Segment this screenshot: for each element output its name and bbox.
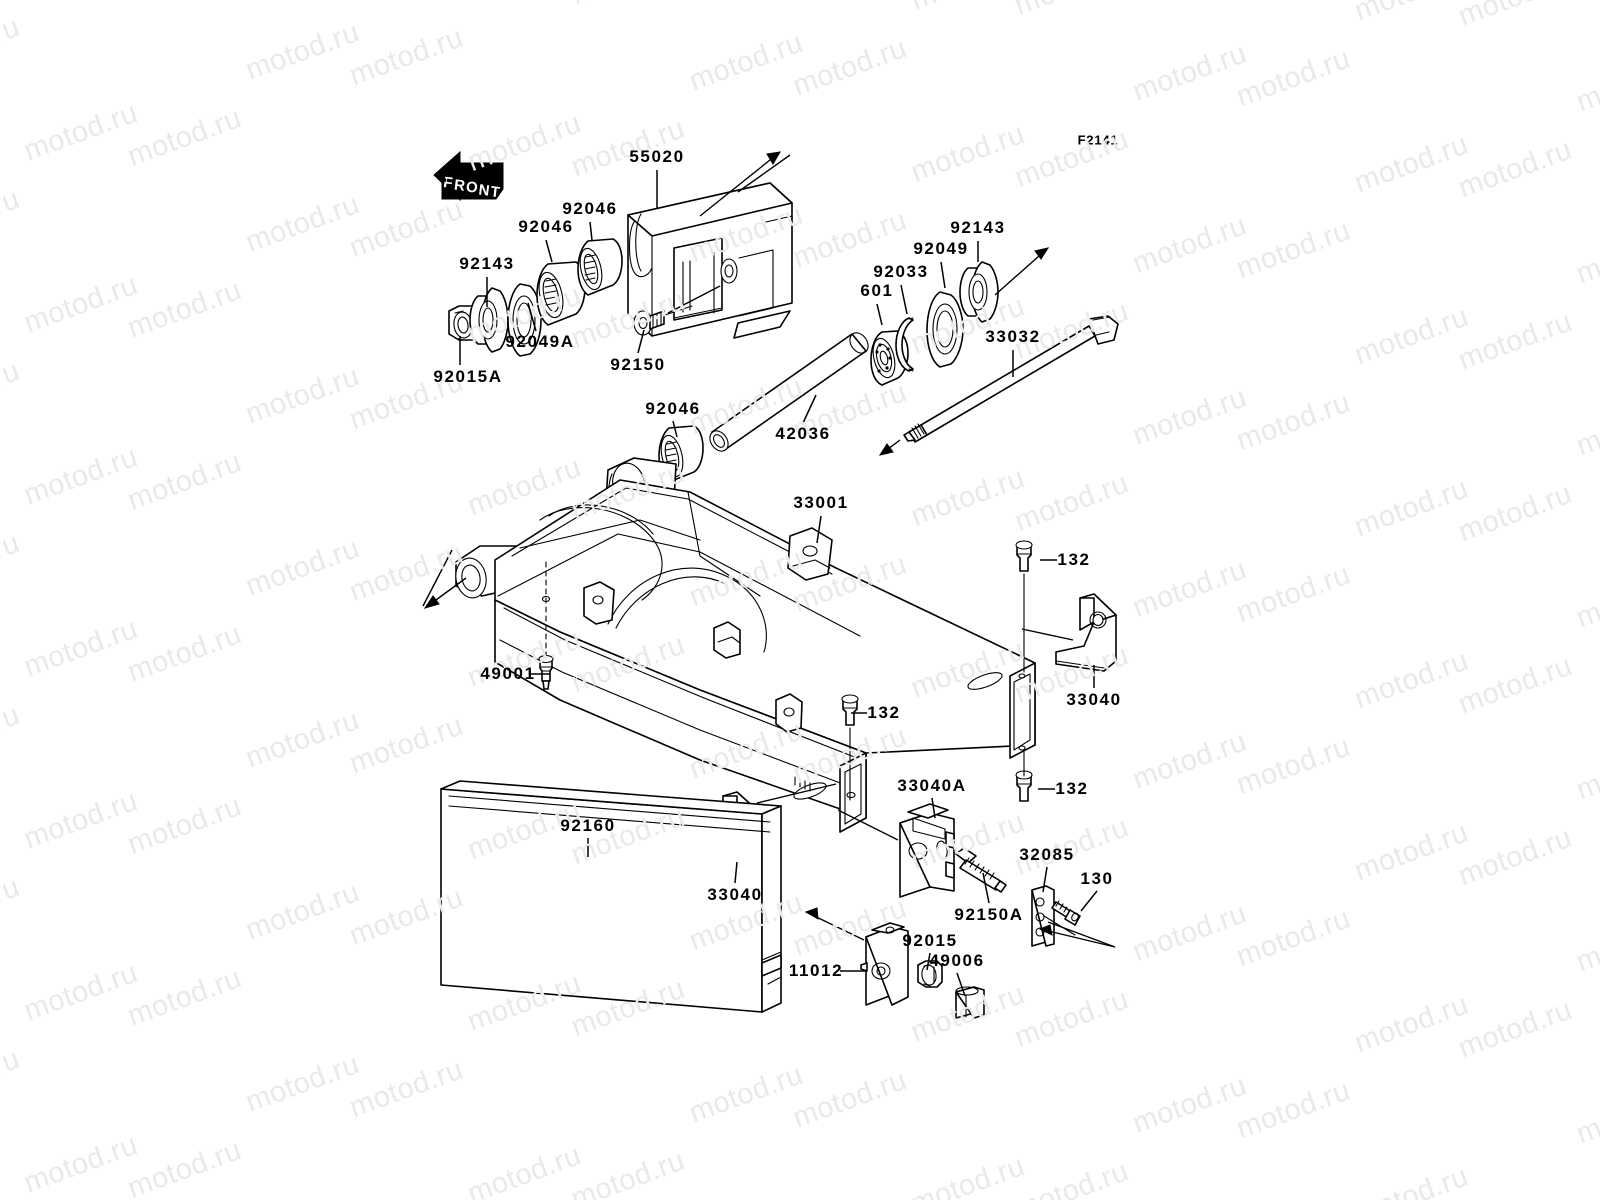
detail-arrow-bottom-right <box>1038 921 1116 948</box>
callout-label-92033: 92033 <box>873 262 929 281</box>
leader-line-92015 <box>926 952 931 971</box>
callout-label-92015: 92015 <box>902 931 958 950</box>
part-55020-chain-guard <box>627 182 793 339</box>
part-92049A-oil-seal <box>507 283 542 357</box>
leader-line-92046 <box>545 239 553 263</box>
callout-label-33040: 33040 <box>1066 690 1122 709</box>
part-33001-swingarm <box>422 457 1036 833</box>
callout-label-42036: 42036 <box>775 424 831 443</box>
callout-label-92150A: 92150A <box>954 905 1024 924</box>
part-92160-chain-slider <box>440 780 782 1013</box>
callout-label-92160: 92160 <box>560 816 616 835</box>
callout-label-130: 130 <box>1080 869 1114 888</box>
svg-text:N: N <box>478 182 491 200</box>
leader-line-601 <box>876 303 883 326</box>
callout-leader-lines <box>459 170 1098 997</box>
leader-line-92033 <box>900 284 908 315</box>
part-132-bolt-top-right <box>1015 540 1033 673</box>
svg-text:O: O <box>465 179 479 197</box>
leader-line-33001 <box>816 515 822 544</box>
part-132-bolt-bottom-right <box>1015 751 1033 802</box>
leader-line-92049A <box>527 302 537 332</box>
leader-line-32085 <box>1042 866 1048 893</box>
part-92015-nut-small <box>917 960 943 988</box>
part-92150A-adjuster-bolt <box>955 847 1007 893</box>
callout-label-92143: 92143 <box>459 254 515 273</box>
part-92143-collar-right <box>959 247 1050 323</box>
leader-line-92150 <box>637 329 645 354</box>
part-92049-oil-seal-right <box>926 291 964 368</box>
callout-label-601: 601 <box>860 281 894 300</box>
callout-label-11012: 11012 <box>788 961 844 980</box>
part-130-bolt <box>1051 900 1081 926</box>
callout-label-49001: 49001 <box>480 664 536 683</box>
callout-label-132: 132 <box>867 703 901 722</box>
leader-line-130 <box>1080 890 1098 912</box>
part-11012-cap <box>804 907 909 1006</box>
part-33040A-adjuster-plate <box>837 803 955 898</box>
callout-label-92046: 92046 <box>518 217 574 236</box>
part-49006-boot <box>955 986 985 1019</box>
callout-label-33001: 33001 <box>793 493 849 512</box>
front-direction-arrow-icon: F R O N T <box>433 150 504 201</box>
callout-label-92049A: 92049A <box>505 332 575 351</box>
callout-label-132: 132 <box>1055 779 1089 798</box>
leader-line-92150A <box>982 872 990 904</box>
callout-label-92150: 92150 <box>610 355 666 374</box>
leader-line-92046 <box>672 420 678 438</box>
detail-arrow-upper-right <box>699 151 791 217</box>
leader-line-92046 <box>589 221 593 241</box>
callout-label-92015A: 92015A <box>433 367 503 386</box>
callout-label-92049: 92049 <box>913 239 969 258</box>
callout-label-92046: 92046 <box>645 399 701 418</box>
part-132-bolt-center <box>841 694 859 801</box>
diagram-code: F2141 <box>1077 132 1119 148</box>
part-33032-pivot-shaft <box>878 315 1119 456</box>
callout-label-33040A: 33040A <box>897 776 967 795</box>
callout-label-132: 132 <box>1057 550 1091 569</box>
leader-line-49006 <box>956 972 966 997</box>
callout-label-32085: 32085 <box>1019 845 1075 864</box>
callout-label-49006: 49006 <box>929 951 985 970</box>
svg-text:T: T <box>490 183 501 201</box>
part-92033-snap-ring <box>895 317 914 372</box>
part-33040-bracket-right <box>1021 593 1117 672</box>
leader-line-33040A <box>931 797 936 819</box>
part-42036-sleeve <box>709 332 869 452</box>
callout-label-92143: 92143 <box>950 218 1006 237</box>
svg-text:F: F <box>442 174 453 192</box>
svg-text:R: R <box>453 177 466 195</box>
leader-line-92049 <box>940 261 946 289</box>
callout-label-33040: 33040 <box>707 885 763 904</box>
callout-label-55020: 55020 <box>629 147 685 166</box>
leader-line-33040 <box>734 861 738 884</box>
leader-line-42036 <box>802 394 817 424</box>
part-92046-needle-bearing-2 <box>577 238 623 296</box>
part-49001-grease-nipple <box>538 654 554 690</box>
callout-label-92046: 92046 <box>562 199 618 218</box>
callout-label-33032: 33032 <box>985 327 1041 346</box>
part-92046-needle-bearing-1 <box>536 261 586 326</box>
part-92143-collar-left <box>469 287 509 353</box>
